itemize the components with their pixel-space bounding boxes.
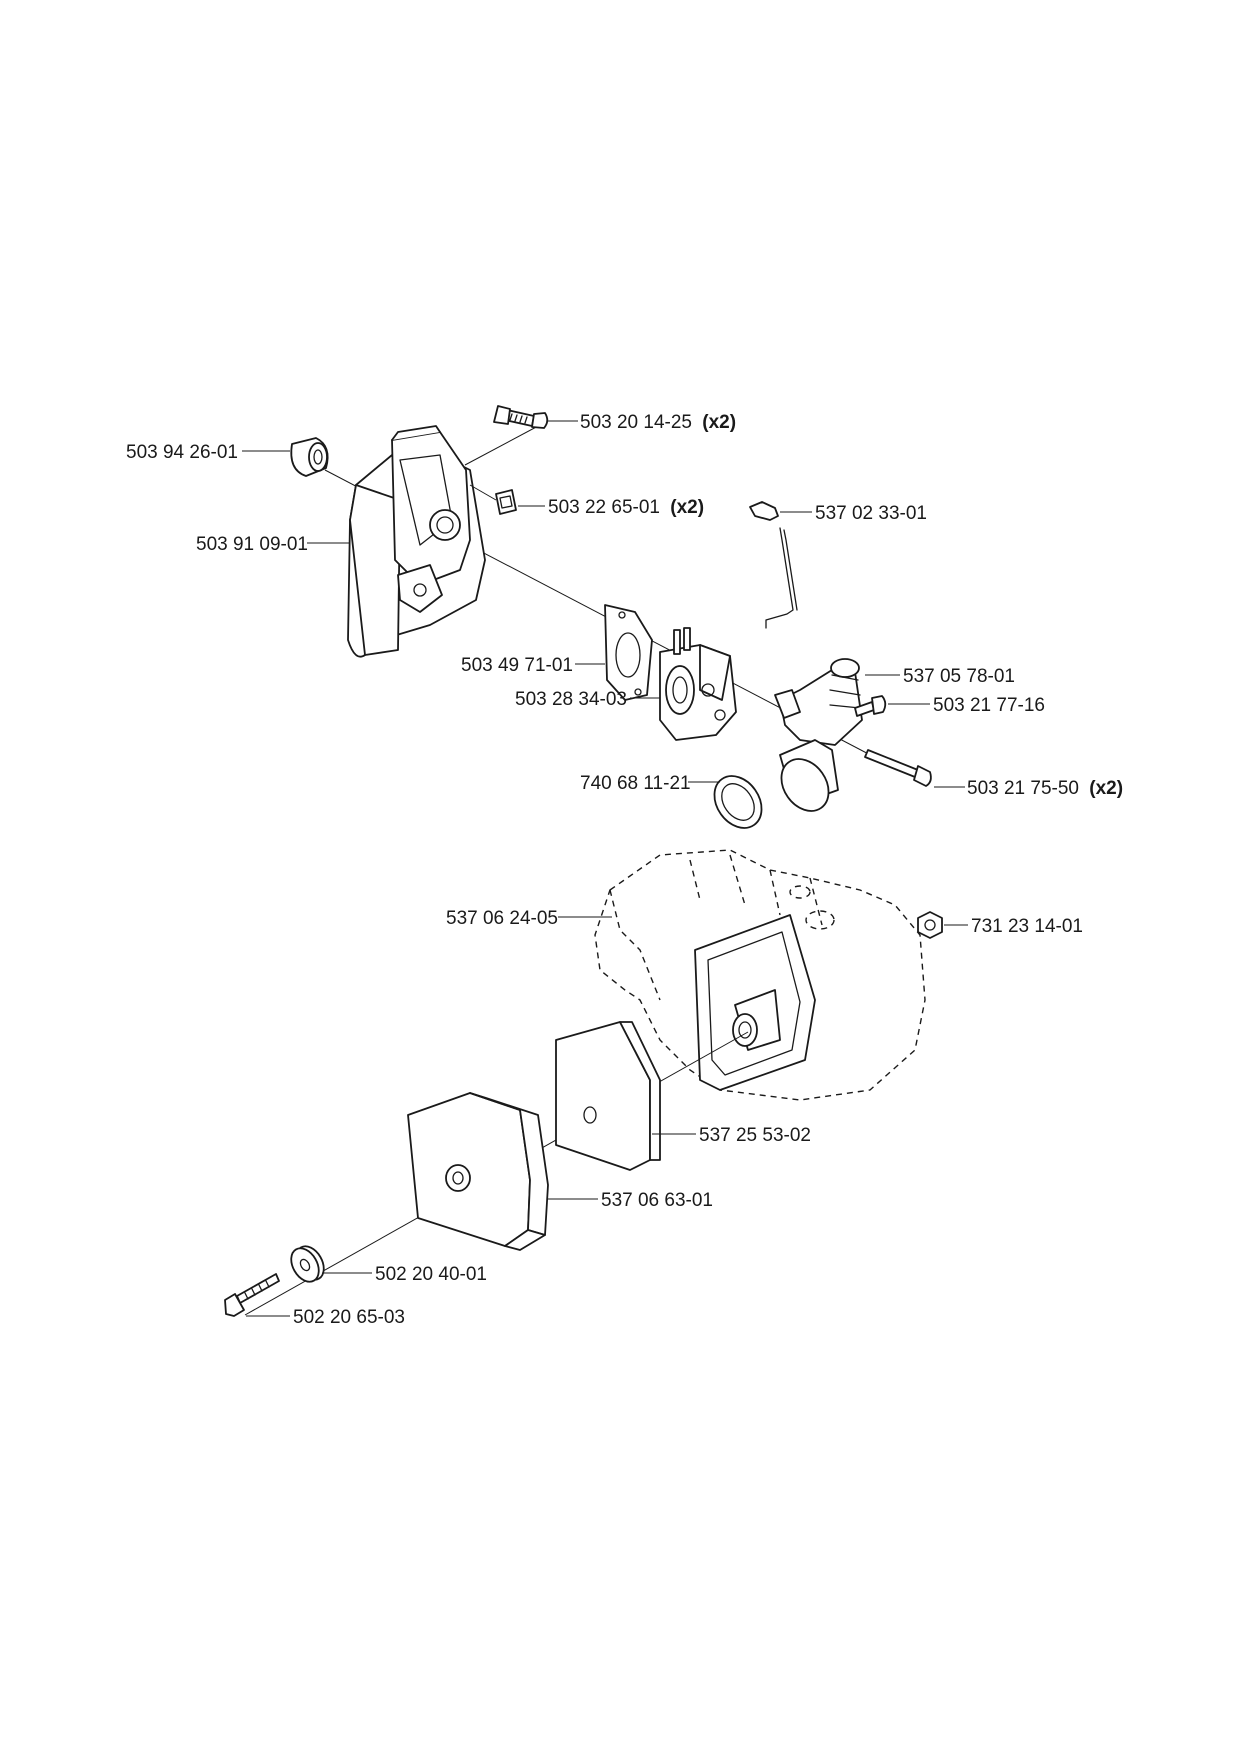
label-503217716: 503 21 77-16 bbox=[933, 695, 1045, 716]
label-502206503: 502 20 65-03 bbox=[293, 1307, 405, 1328]
label-503283403: 503 28 34-03 bbox=[515, 689, 627, 710]
bolt-bottom-part bbox=[224, 1273, 280, 1317]
label-503217550-qty: (x2) bbox=[1089, 778, 1123, 799]
throttle-rod-part bbox=[749, 501, 798, 629]
label-503942601: 503 94 26-01 bbox=[126, 442, 238, 463]
label-537023301: 537 02 33-01 bbox=[815, 503, 927, 524]
gasket-part bbox=[604, 604, 653, 701]
long-bolt-part bbox=[864, 749, 932, 787]
label-740681121: 740 68 11-21 bbox=[580, 773, 691, 794]
label-503226501-number: 503 22 65-01 bbox=[548, 497, 660, 518]
o-ring-part bbox=[713, 775, 763, 829]
clip-nut-axis bbox=[469, 484, 497, 501]
label-502204001: 502 20 40-01 bbox=[375, 1264, 487, 1285]
label-503910901: 503 91 09-01 bbox=[196, 534, 308, 555]
nut-part bbox=[917, 911, 943, 939]
assembly-axis-bolt bbox=[464, 424, 541, 466]
label-503217550-number: 503 21 75-50 bbox=[967, 778, 1079, 799]
carburetor-part bbox=[659, 627, 737, 741]
screw-top-part bbox=[493, 405, 549, 429]
label-503217550: 503 21 75-50 (x2) bbox=[967, 778, 1123, 799]
screw-small-part bbox=[854, 695, 887, 717]
label-503201425-qty: (x2) bbox=[702, 412, 736, 433]
label-503226501: 503 22 65-01 (x2) bbox=[548, 497, 704, 518]
intake-flange-part bbox=[694, 914, 816, 1091]
filter-cover-part bbox=[407, 1092, 549, 1251]
label-731231401: 731 23 14-01 bbox=[971, 916, 1083, 937]
filter-housing-part bbox=[347, 425, 486, 658]
foam-filter-part bbox=[555, 1021, 661, 1171]
bushing-part bbox=[290, 437, 329, 477]
knob-part bbox=[290, 1245, 325, 1283]
clip-nut-part bbox=[495, 489, 517, 515]
label-503497101: 503 49 71-01 bbox=[461, 655, 573, 676]
label-503201425: 503 20 14-25 (x2) bbox=[580, 412, 736, 433]
label-537066301: 537 06 63-01 bbox=[601, 1190, 713, 1211]
label-537062405: 537 06 24-05 bbox=[446, 908, 558, 929]
label-503226501-qty: (x2) bbox=[670, 497, 704, 518]
intake-manifold-part bbox=[774, 658, 863, 812]
label-537255302: 537 25 53-02 bbox=[699, 1125, 811, 1146]
label-537057801: 537 05 78-01 bbox=[903, 666, 1015, 687]
label-503201425-number: 503 20 14-25 bbox=[580, 412, 692, 433]
